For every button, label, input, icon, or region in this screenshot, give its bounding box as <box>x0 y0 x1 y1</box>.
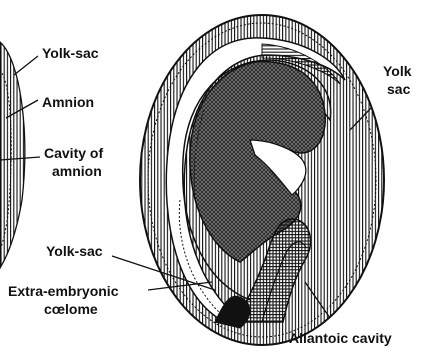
label-extra-embryonic-1: Extra-embryonic <box>8 283 119 299</box>
left-partial-figure <box>0 42 25 268</box>
main-egg <box>140 15 384 345</box>
label-amnion: Amnion <box>42 94 94 110</box>
label-yolk-sac-right-1: Yolk <box>383 63 412 79</box>
label-yolk-sac-lower-left: Yolk-sac <box>46 243 103 259</box>
label-yolk-sac-top-left: Yolk-sac <box>42 45 99 61</box>
label-cavity-of-amnion-2: amnion <box>52 163 102 179</box>
label-allantoic-cavity: Allantoic cavity <box>289 330 392 346</box>
label-cavity-of-amnion-1: Cavity of <box>44 145 103 161</box>
label-extra-embryonic-2: cœlome <box>44 301 98 317</box>
label-yolk-sac-right-2: sac <box>387 81 411 97</box>
